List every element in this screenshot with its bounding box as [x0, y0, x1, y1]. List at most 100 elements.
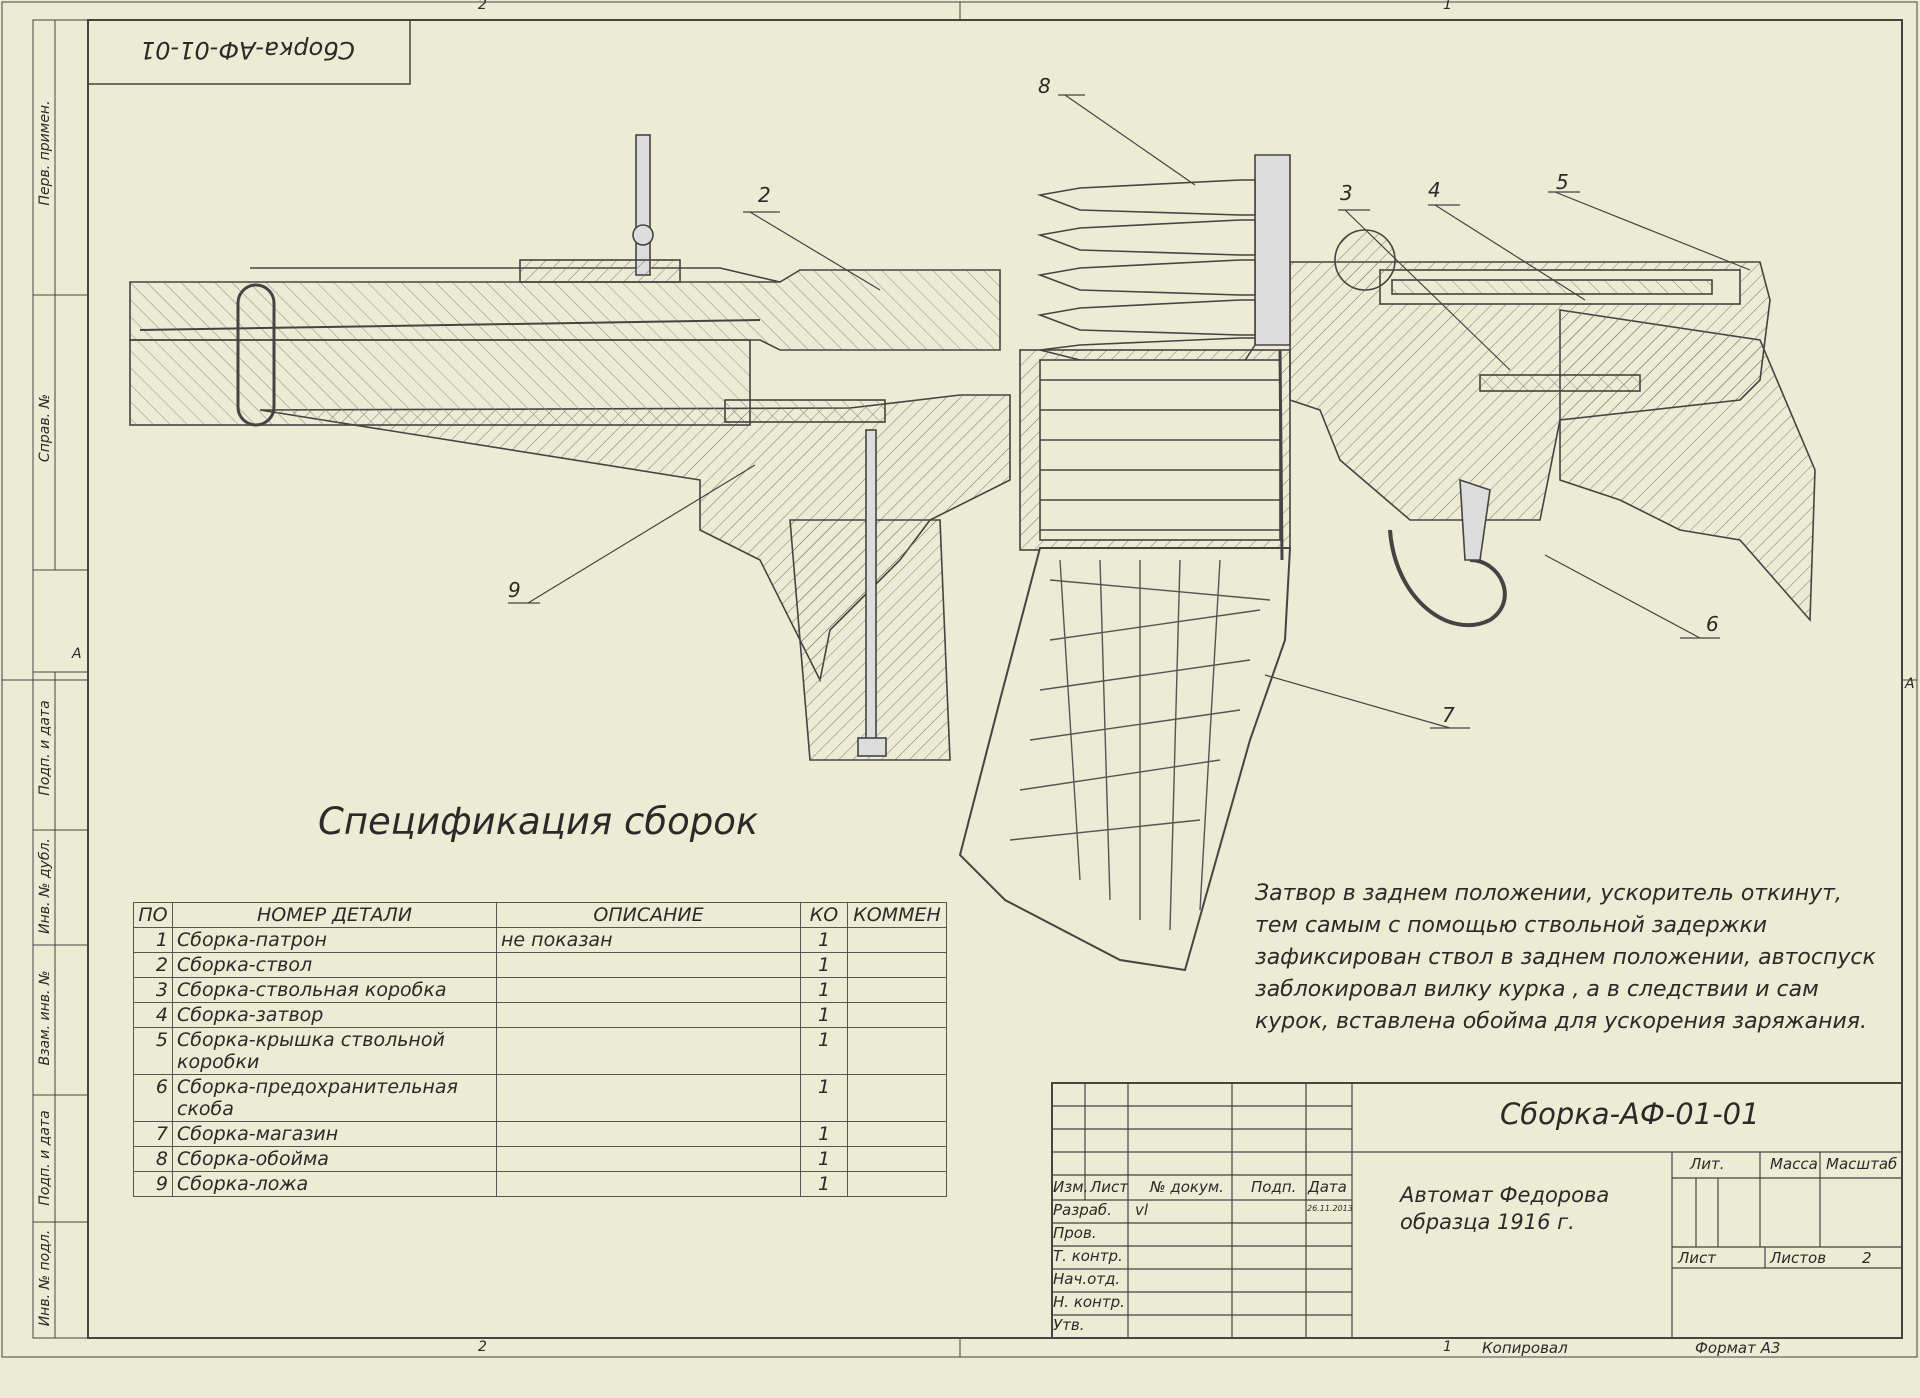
- tb-col-change: Изм.: [1053, 1178, 1089, 1196]
- row-desc: [496, 1146, 801, 1172]
- stamp-text: Сборка-АФ-01-01: [140, 36, 355, 64]
- cleaning-rod: [865, 429, 877, 751]
- row-qty: 1: [800, 1002, 848, 1028]
- col-qty: КО: [800, 902, 848, 928]
- row-name: Сборка-крышка ствольной коробки: [172, 1027, 497, 1075]
- sight-base: [519, 259, 681, 283]
- spec-header-row: ПО НОМЕР ДЕТАЛИ ОПИСАНИЕ КО КОММЕН: [133, 902, 947, 928]
- tb-scale-label: Масштаб: [1826, 1155, 1898, 1173]
- leader-lines: [508, 94, 1751, 729]
- trigger: [1459, 478, 1491, 561]
- row-qty: 1: [800, 1121, 848, 1147]
- table-row: 7 Сборка-магазин 1: [133, 1121, 947, 1147]
- table-row: 6 Сборка-предохранительная скоба 1: [133, 1074, 947, 1122]
- row-pos: 5: [133, 1027, 173, 1075]
- front-sight: [635, 134, 651, 276]
- col-part-number: НОМЕР ДЕТАЛИ: [172, 902, 497, 928]
- tb-row-norm-control: Н. контр.: [1053, 1293, 1125, 1311]
- tb-row-dept-head: Нач.отд.: [1053, 1270, 1121, 1288]
- row-qty: 1: [800, 977, 848, 1003]
- row-qty: 1: [800, 952, 848, 978]
- tb-designation: Сборка-АФ-01-01: [1500, 1097, 1760, 1131]
- callout-6: 6: [1706, 612, 1719, 636]
- side-label-orig-inv: Инв. № подл.: [37, 1229, 53, 1327]
- row-comment: [847, 977, 947, 1003]
- col-description: ОПИСАНИЕ: [496, 902, 801, 928]
- callout-9: 9: [508, 578, 521, 602]
- callout-2: 2: [758, 183, 771, 207]
- row-name: Сборка-ствольная коробка: [172, 977, 497, 1003]
- row-desc: [496, 1002, 801, 1028]
- note-line: Затвор в заднем положении, ускоритель от…: [1255, 881, 1842, 906]
- table-row: 2 Сборка-ствол 1: [133, 952, 947, 978]
- note-line: заблокировал вилку курка , а в следствии…: [1255, 977, 1819, 1002]
- row-comment: [847, 1121, 947, 1147]
- row-comment: [847, 1146, 947, 1172]
- row-pos: 7: [133, 1121, 173, 1147]
- side-columns: [32, 19, 89, 1339]
- tb-col-sheet: Лист: [1090, 1178, 1129, 1196]
- row-qty: 1: [800, 1027, 848, 1075]
- gas-rod: [139, 319, 761, 331]
- zone-right-mid: A: [1905, 676, 1915, 692]
- row-name: Сборка-патрон: [172, 927, 497, 953]
- sling-swivel: [236, 283, 276, 427]
- tb-developer-name: vl: [1135, 1201, 1149, 1219]
- technical-note: Затвор в заднем положении, ускоритель от…: [1255, 878, 1876, 1038]
- row-desc: [496, 1074, 801, 1122]
- row-name: Сборка-ложа: [172, 1171, 497, 1197]
- row-name: Сборка-предохранительная скоба: [172, 1074, 497, 1122]
- tb-sheets-label: Листов: [1770, 1249, 1827, 1267]
- note-line: курок, вставлена обойма для ускорения за…: [1255, 1009, 1868, 1034]
- row-pos: 3: [133, 977, 173, 1003]
- row-desc: не показан: [496, 927, 801, 953]
- row-desc: [496, 1027, 801, 1075]
- footer-sheet-no: 1: [1443, 1339, 1452, 1355]
- row-pos: 1: [133, 927, 173, 953]
- callout-8: 8: [1038, 74, 1051, 98]
- stamp-box: [87, 19, 411, 85]
- row-comment: [847, 952, 947, 978]
- table-row: 1 Сборка-патрон не показан 1: [133, 927, 947, 953]
- rod-cap: [857, 737, 887, 757]
- footer-copied: Копировал: [1482, 1339, 1568, 1357]
- row-qty: 1: [800, 1074, 848, 1122]
- magazine-follower-springs: [1009, 559, 1271, 931]
- zone-top-right: 1: [1443, 0, 1452, 13]
- row-pos: 9: [133, 1171, 173, 1197]
- callout-7: 7: [1442, 703, 1455, 727]
- row-qty: 1: [800, 1171, 848, 1197]
- callout-5: 5: [1556, 170, 1569, 194]
- hammer-spring: [1479, 374, 1641, 392]
- barrel-jacket: [129, 339, 751, 426]
- row-desc: [496, 977, 801, 1003]
- side-label-first-use: Перв. примен.: [37, 100, 53, 206]
- row-name: Сборка-затвор: [172, 1002, 497, 1028]
- tb-row-developer: Разраб.: [1053, 1201, 1112, 1219]
- bolt-head: [1334, 229, 1396, 291]
- tb-sheets-value: 2: [1862, 1249, 1872, 1267]
- row-pos: 8: [133, 1146, 173, 1172]
- tb-col-docnum: № докум.: [1150, 1178, 1224, 1196]
- tb-date-value: 26.11.2013: [1307, 1204, 1353, 1213]
- tb-col-date: Дата: [1308, 1178, 1347, 1196]
- rifle-drawing: [129, 134, 1816, 972]
- tb-row-tech-control: Т. контр.: [1053, 1247, 1123, 1265]
- callout-4: 4: [1428, 178, 1441, 202]
- drawing-canvas: [1, 1, 1918, 1358]
- magazine: [958, 547, 1292, 972]
- row-comment: [847, 927, 947, 953]
- row-pos: 2: [133, 952, 173, 978]
- recoil-spring: [724, 399, 886, 423]
- tb-row-checked: Пров.: [1053, 1224, 1097, 1242]
- drawing-sheet: 2 1 2 A A Перв. примен. Справ. № Подп. и…: [1, 0, 1918, 1358]
- spec-table: ПО НОМЕР ДЕТАЛИ ОПИСАНИЕ КО КОММЕН 1 Сбо…: [133, 902, 947, 1197]
- row-name: Сборка-обойма: [172, 1146, 497, 1172]
- row-comment: [847, 1002, 947, 1028]
- row-name: Сборка-магазин: [172, 1121, 497, 1147]
- magazine-well: [1019, 349, 1291, 551]
- row-comment: [847, 1027, 947, 1075]
- zone-bottom-left: 2: [478, 1339, 487, 1355]
- note-line: тем самым с помощью ствольной задержки: [1255, 913, 1768, 938]
- row-pos: 6: [133, 1074, 173, 1122]
